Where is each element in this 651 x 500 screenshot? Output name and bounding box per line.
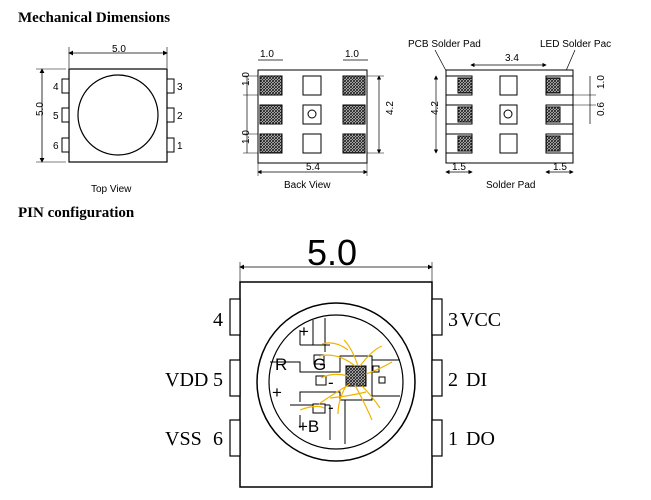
chip-plus-top: + [299, 322, 309, 341]
pin-configuration-heading: PIN configuration [18, 205, 135, 221]
solder-pad-right-dim-1: 1.0 [596, 75, 607, 89]
pin-config-drawing: 5.0 [165, 232, 501, 488]
pin-3-name: VCC [460, 309, 501, 331]
back-view-pad-dim-left: 1.0 [260, 49, 274, 60]
led-solder-pad-label: LED Solder Pac [540, 39, 611, 50]
top-view-pin-4: 4 [53, 82, 59, 93]
solder-pad-bottom-right-dim: 1.5 [553, 162, 567, 173]
pin-5-name: VDD [165, 369, 208, 391]
back-view-label: Back View [284, 180, 331, 191]
pin-6-name: VSS [165, 428, 202, 450]
top-view-pin-6: 6 [53, 141, 59, 152]
pcb-solder-pad-label: PCB Solder Pad [408, 39, 481, 50]
back-view-height-dim: 4.2 [385, 101, 396, 115]
chip-label-b: +B [298, 417, 319, 436]
solder-pad-drawing: PCB Solder Pad LED Solder Pac 3.4 4.2 [408, 39, 611, 191]
mechanical-dimensions-heading: Mechanical Dimensions [18, 10, 171, 26]
top-view-pin-3: 3 [177, 82, 183, 93]
chip-label-r: R [275, 355, 287, 374]
top-view-pin-2: 2 [177, 111, 183, 122]
chip-label-g: G [313, 355, 326, 374]
pin-3-number: 3 [448, 309, 458, 331]
solder-pad-label: Solder Pad [486, 180, 535, 191]
back-view-pitch-dim-2: 1.0 [241, 130, 252, 144]
top-view-height-dim: 5.0 [35, 102, 46, 116]
top-view-width-dim: 5.0 [112, 44, 126, 55]
back-view-width-dim: 5.4 [306, 162, 320, 173]
pin-2-number: 2 [448, 369, 458, 391]
top-view-label: Top View [91, 184, 132, 195]
pin-4-number: 4 [213, 309, 223, 331]
solder-pad-right-dim-2: 0.6 [596, 102, 607, 116]
pin-1-name: DO [466, 428, 495, 450]
back-view-pad-dim-right: 1.0 [345, 49, 359, 60]
pin-1-number: 1 [448, 428, 458, 450]
back-view-drawing: 1.0 1.0 1.0 1.0 4.2 5.4 Ba [241, 49, 396, 191]
top-view-drawing: 5.0 5.0 4 5 6 3 2 1 Top View [35, 44, 183, 195]
top-view-pin-1: 1 [177, 141, 183, 152]
pin-6-number: 6 [213, 428, 223, 450]
chip-minus-mid: - [328, 373, 334, 392]
back-view-pitch-dim-1: 1.0 [241, 72, 252, 86]
pin-2-name: DI [466, 369, 487, 391]
solder-pad-height-dim: 4.2 [430, 101, 441, 115]
solder-pad-bottom-left-dim: 1.5 [452, 162, 466, 173]
pin-5-number: 5 [213, 369, 223, 391]
solder-pad-top-dim: 3.4 [505, 53, 519, 64]
top-view-pin-5: 5 [53, 111, 59, 122]
chip-minus-low: - [328, 398, 334, 417]
chip-plus-left: + [272, 383, 282, 402]
